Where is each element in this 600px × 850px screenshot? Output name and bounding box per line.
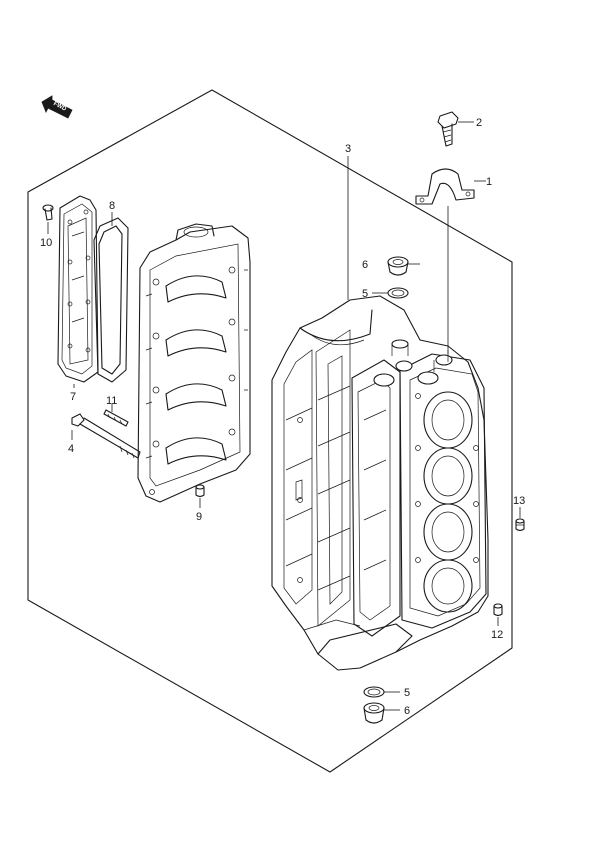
callout-2: 2 bbox=[476, 117, 482, 129]
bolt-2-part bbox=[437, 111, 459, 147]
callout-6-bottom: 6 bbox=[404, 705, 410, 717]
bolt-4-part bbox=[71, 413, 141, 459]
washer-5-top-part bbox=[387, 287, 409, 299]
stud-11-part bbox=[103, 409, 129, 427]
assembly-frame bbox=[27, 89, 513, 773]
fwd-arrow-icon: FWD bbox=[41, 95, 73, 119]
plug-6-bottom-part bbox=[363, 702, 385, 724]
callout-10: 10 bbox=[40, 237, 52, 249]
callout-labels: 1 2 3 4 5 5 6 6 7 8 9 10 11 12 13 bbox=[40, 117, 525, 717]
callout-5-top: 5 bbox=[362, 288, 368, 300]
gasket-part bbox=[93, 217, 129, 383]
callout-1: 1 bbox=[486, 176, 492, 188]
callout-4: 4 bbox=[68, 443, 74, 455]
callout-5-bottom: 5 bbox=[404, 687, 410, 699]
clamp-bracket-part bbox=[415, 168, 475, 205]
callout-6-top: 6 bbox=[362, 259, 368, 271]
callout-7: 7 bbox=[70, 391, 76, 403]
callout-12: 12 bbox=[491, 629, 503, 641]
crankcase-half-part bbox=[137, 223, 251, 503]
cylinder-block-part bbox=[271, 295, 489, 671]
cover-plate-part bbox=[57, 195, 99, 383]
callout-8: 8 bbox=[109, 200, 115, 212]
pin-12-part bbox=[493, 603, 503, 617]
callout-9: 9 bbox=[196, 511, 202, 523]
bolt-10-part bbox=[42, 204, 54, 221]
callout-11: 11 bbox=[106, 395, 117, 407]
washer-5-bottom-part bbox=[363, 686, 385, 698]
pin-13-part bbox=[515, 518, 525, 532]
plug-6-top-part bbox=[387, 256, 409, 276]
callout-3: 3 bbox=[345, 143, 351, 155]
leader-lines bbox=[47, 121, 521, 711]
fwd-label: FWD bbox=[52, 101, 67, 113]
dowel-pin-9-part bbox=[195, 484, 205, 498]
callout-13: 13 bbox=[513, 495, 525, 507]
